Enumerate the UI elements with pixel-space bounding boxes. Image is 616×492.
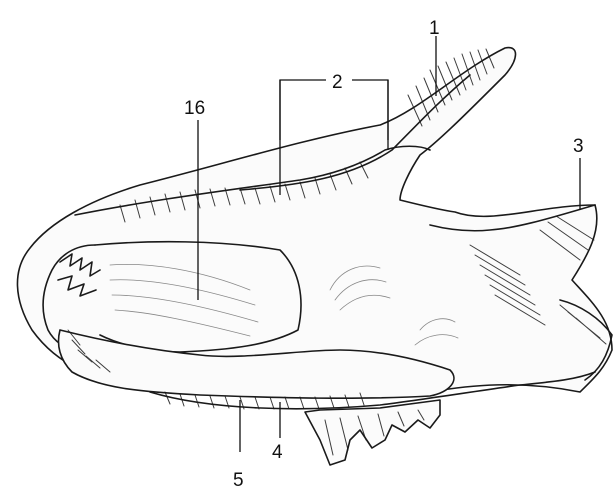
callout-1: 1 [429,18,440,39]
callout-3: 3 [573,136,584,157]
lower-projections [305,400,440,465]
callout-5: 5 [233,470,244,491]
callout-16: 16 [184,98,205,119]
callout-2: 2 [332,72,343,93]
callout-4: 4 [272,442,283,463]
